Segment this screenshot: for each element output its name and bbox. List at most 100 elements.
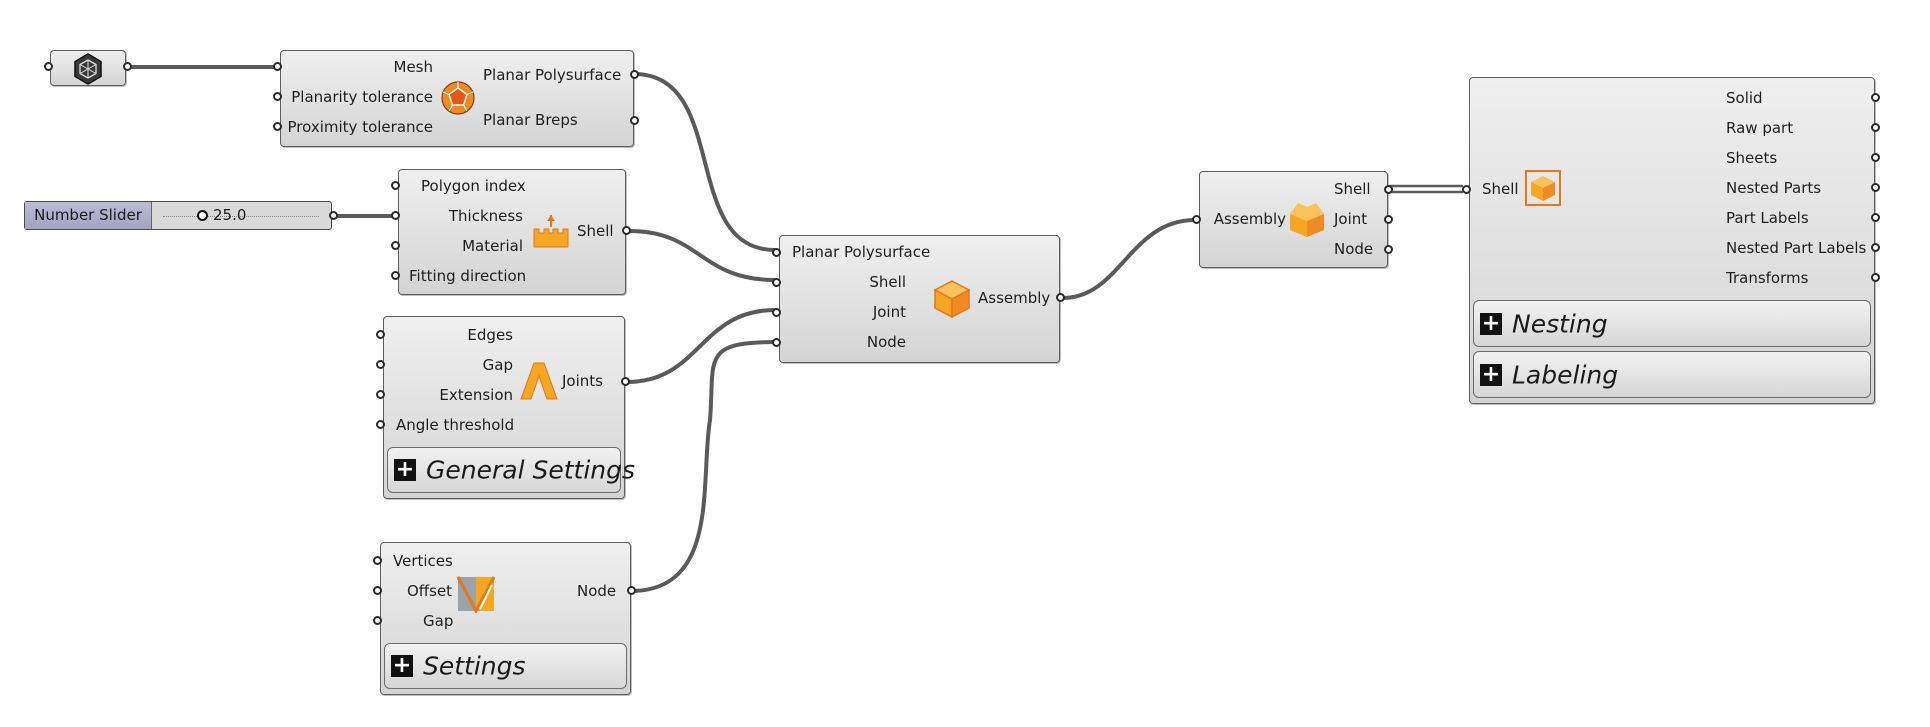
output-node-label: Node [1334,240,1374,258]
node-output-port[interactable] [627,586,636,595]
wire-assembly [1061,218,1197,300]
output-nested-part-labels-label: Nested Part Labels [1726,239,1867,257]
assembly-input-port-polysurface[interactable] [772,248,781,257]
polysurface-output-port-polysurface[interactable] [630,70,639,79]
shell-output-port[interactable] [622,226,631,235]
fabrication-output-port-raw-part[interactable] [1871,123,1880,132]
expand-plus-icon[interactable]: + [1480,361,1502,387]
wire-shell [628,229,777,282]
wire-joints [625,308,777,384]
expand-plus-icon[interactable]: + [391,653,413,678]
slider-value: 25.0 [213,206,247,224]
input-fitting-direction-label: Fitting direction [409,267,527,285]
joints-input-port-gap[interactable] [376,360,385,369]
nesting-label: Nesting [1512,309,1608,338]
input-thickness-label: Thickness [448,207,523,225]
assembly-input-port-joint[interactable] [772,308,781,317]
slider-knob[interactable] [197,210,208,221]
node-input-port-offset[interactable] [373,586,382,595]
deconstruct-input-port-assembly[interactable] [1192,215,1201,224]
output-joint-label: Joint [1334,210,1368,228]
mesh-param[interactable] [50,50,126,86]
fabrication-output-port-transforms[interactable] [1871,273,1880,282]
output-transforms-label: Transforms [1726,269,1809,287]
node-wedge-icon [456,575,496,617]
deconstruct-component[interactable]: Assembly Shell Joint Node [1199,171,1388,268]
output-sheets-label: Sheets [1726,149,1778,167]
assembly-input-port-shell[interactable] [772,278,781,287]
shell-component[interactable]: Polygon index Thickness Material Fitting… [398,169,626,295]
shell-input-port-thickness[interactable] [391,211,400,220]
input-edges-label: Edges [467,326,513,344]
polysurface-output-port-breps[interactable] [630,116,639,125]
input-planar-polysurface-label: Planar Polysurface [792,243,931,261]
output-node-label: Node [577,582,617,600]
shell-input-port-polygon-index[interactable] [391,181,400,190]
fabrication-output-port-sheets[interactable] [1871,153,1880,162]
expand-plus-icon[interactable]: + [1480,310,1502,336]
input-joint-label: Joint [872,303,906,321]
polysurface-input-port-proximity[interactable] [273,122,282,131]
input-shell-label: Shell [1482,180,1519,198]
wire-node [629,340,777,593]
assembly-input-port-node[interactable] [772,338,781,347]
expand-plus-icon[interactable]: + [394,457,416,482]
deconstruct-output-port-shell[interactable] [1384,185,1393,194]
deconstruct-output-port-joint[interactable] [1384,215,1393,224]
joints-input-port-extension[interactable] [376,390,385,399]
output-solid-label: Solid [1726,89,1763,107]
input-angle-threshold-label: Angle threshold [396,416,515,434]
joints-input-port-angle-threshold[interactable] [376,420,385,429]
assembly-component[interactable]: Planar Polysurface Shell Joint Node Asse… [779,235,1060,363]
node-input-port-gap[interactable] [373,616,382,625]
joint-a-icon [520,361,558,405]
deconstruct-output-port-node[interactable] [1384,245,1393,254]
fabrication-component[interactable]: Shell Solid Raw part Sheets Nested Parts… [1469,77,1875,404]
fabrication-output-port-nested-part-labels[interactable] [1871,243,1880,252]
shell-castle-icon [532,213,570,253]
fabrication-input-port-shell[interactable] [1462,185,1471,194]
labeling-section[interactable]: + Labeling [1473,351,1871,398]
fabrication-output-port-solid[interactable] [1871,93,1880,102]
nesting-section[interactable]: + Nesting [1473,300,1871,347]
input-vertices-label: Vertices [393,552,453,570]
slider-output-port[interactable] [329,211,338,220]
settings-label: Settings [423,651,526,681]
output-raw-part-label: Raw part [1726,119,1794,137]
input-node-label: Node [866,333,906,351]
input-offset-label: Offset [407,582,453,600]
output-assembly-label: Assembly [978,289,1051,307]
settings-section[interactable]: + Settings [384,643,627,689]
input-planarity-label: Planarity tolerance [291,88,433,106]
general-settings-label: General Settings [426,455,636,485]
general-settings-section[interactable]: + General Settings [387,447,635,493]
joints-component[interactable]: Edges Gap Extension Angle threshold Join… [383,316,635,499]
output-planar-polysurface-label: Planar Polysurface [483,66,622,84]
shell-input-port-material[interactable] [391,241,400,250]
polysurface-component[interactable]: Mesh Planarity tolerance Proximity toler… [280,50,634,147]
cube-icon [933,279,971,323]
mesh-param-input-port[interactable] [44,62,53,71]
number-slider[interactable]: Number Slider 25.0 [24,201,332,230]
fabrication-output-port-nested-parts[interactable] [1871,183,1880,192]
wire-polysurface [632,72,777,252]
joints-output-port[interactable] [621,377,630,386]
shell-input-port-fitting-direction[interactable] [391,271,400,280]
polysurface-input-port-mesh[interactable] [273,62,282,71]
polysurface-input-port-planarity[interactable] [273,92,282,101]
mesh-param-output-port[interactable] [123,62,132,71]
node-input-port-vertices[interactable] [373,556,382,565]
dodecahedron-icon [440,80,476,120]
node-component[interactable]: Vertices Offset Gap Node + Settings [380,542,631,695]
slider-track [163,216,319,217]
joints-input-port-edges[interactable] [376,330,385,339]
assembly-output-port[interactable] [1056,293,1065,302]
open-box-icon [1287,199,1327,243]
input-assembly-label: Assembly [1213,210,1286,228]
fabrication-output-port-part-labels[interactable] [1871,213,1880,222]
labeling-label: Labeling [1512,360,1619,389]
slider-name: Number Slider [25,202,152,229]
input-extension-label: Extension [439,386,513,404]
output-part-labels-label: Part Labels [1726,209,1809,227]
